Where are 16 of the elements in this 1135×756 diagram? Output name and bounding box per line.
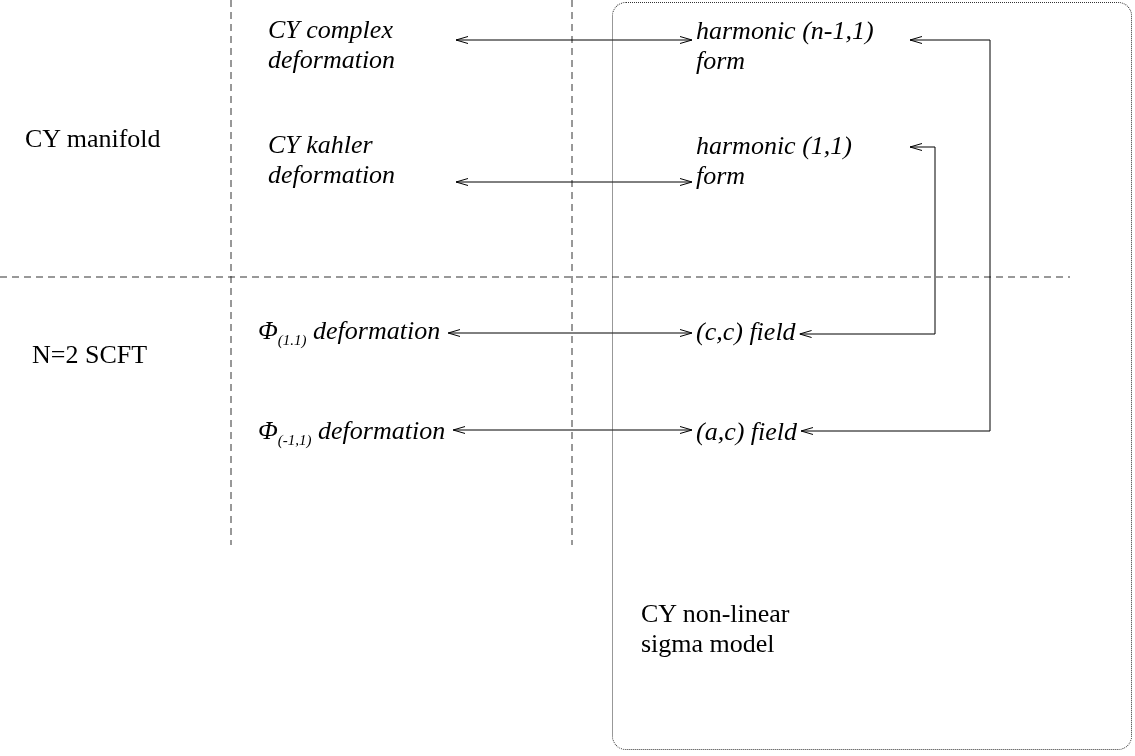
row-heading: CY manifold: [25, 124, 161, 154]
double-arrow: [800, 36, 991, 435]
italic-term-label: CY kahler deformation: [268, 130, 448, 190]
frame-title: CY non-linear sigma model: [641, 599, 791, 659]
italic-term-label: harmonic (n-1,1) form: [696, 16, 906, 76]
double-arrow: [447, 329, 693, 337]
italic-term-label: Φ$_{(1.1)}$ deformation: [258, 316, 441, 356]
double-arrow: [452, 426, 693, 434]
italic-term-label: Φ$_{(-1,1)}$ deformation: [258, 416, 446, 456]
double-arrow: [455, 36, 693, 44]
italic-term-label: harmonic (1,1) form: [696, 131, 906, 191]
italic-term-label: (a,c) field: [696, 417, 798, 447]
italic-term-label: CY complex deformation: [268, 15, 448, 75]
italic-term-label: (c,c) field: [696, 317, 796, 347]
double-arrow: [799, 143, 936, 338]
row-heading: N=2 SCFT: [32, 340, 148, 370]
